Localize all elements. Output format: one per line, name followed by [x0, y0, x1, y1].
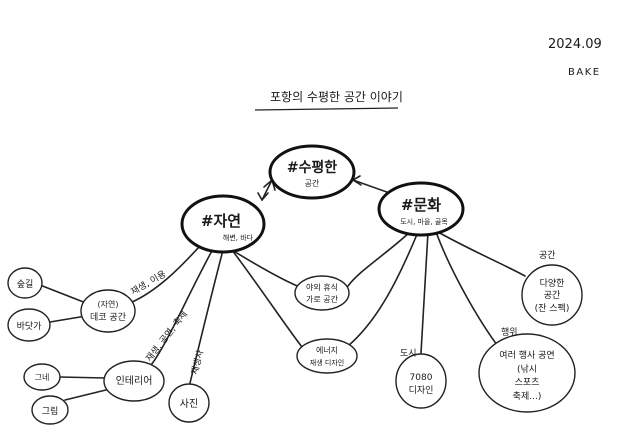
node-event-line4: 축제...)	[513, 391, 542, 402]
edge-label-e5: 공간	[539, 250, 556, 261]
node-decor: (자연) 데코 공간	[80, 289, 136, 333]
node-nature-left1-label: 숲길	[17, 279, 34, 290]
node-blank2: 그림	[31, 395, 69, 425]
node-energy: 에너지 재생 디자인	[296, 338, 358, 374]
node-nature-sub: 해변, 바다	[223, 233, 254, 242]
node-event-line3: 스포츠	[515, 377, 540, 388]
author-label: BAKE	[568, 67, 601, 78]
node-culture-sub: 도시, 마을, 골목	[400, 217, 448, 226]
node-interior-label: 인테리어	[116, 375, 153, 387]
node-space-line1: 다양한	[540, 278, 565, 289]
node-culture: #문화 도시, 마을, 골목	[377, 181, 465, 237]
node-event-line1: 여러 행사 공연	[499, 349, 554, 361]
node-indoor-line2: 가로 공간	[306, 294, 339, 304]
node-horizon-sub: 공간	[305, 178, 320, 188]
node-indoor: 야외 휴식 가로 공간	[294, 275, 350, 311]
node-scale-line1: 7080	[410, 373, 433, 383]
node-blank1: 그네	[23, 363, 61, 391]
node-decor-line1: (자연)	[98, 300, 119, 309]
node-horizon-title: #수평한	[287, 159, 337, 176]
node-blank1-label: 그네	[35, 373, 50, 382]
node-nature-left1: 숲길	[7, 267, 43, 299]
node-blank2-label: 그림	[42, 405, 59, 417]
title-underline	[254, 107, 399, 111]
node-event: 여러 행사 공연 (낚시 스포츠 축제...)	[478, 333, 576, 413]
node-space: 다양한 공간 (잔 스펙)	[521, 264, 583, 326]
node-nature-left2-label: 바닷가	[17, 321, 42, 332]
node-scale: 7080 디자인	[395, 353, 447, 409]
edge-label-e6: 행위	[501, 326, 518, 338]
node-scale-line2: 디자인	[409, 385, 434, 396]
node-culture-title: #문화	[401, 196, 441, 214]
edge-label-e3: 재생사	[189, 348, 206, 376]
node-space-line2: 공간	[544, 290, 561, 301]
node-indoor-line1: 야외 휴식	[306, 282, 338, 292]
node-nature: #자연 해변, 바다	[180, 194, 266, 254]
edge-label-e2: 재생, 공연, 축제	[144, 309, 190, 364]
connectors	[39, 175, 526, 401]
node-nature-title: #자연	[201, 212, 241, 230]
node-space-line3: (잔 스펙)	[535, 303, 570, 314]
page-title: 포항의 수평한 공간 이야기	[270, 90, 403, 104]
node-nature-left2: 바닷가	[7, 308, 51, 342]
node-event-line2: (낚시	[517, 364, 537, 375]
node-energy-line2: 재생 디자인	[310, 358, 344, 367]
node-decor-line2: 데코 공간	[90, 312, 126, 323]
date-label: 2024.09	[548, 37, 602, 52]
node-horizon: #수평한 공간	[268, 144, 356, 200]
edge-label-e4: 도시	[400, 348, 417, 359]
node-photo: 사진	[168, 383, 210, 423]
node-energy-line1: 에너지	[316, 345, 338, 355]
node-photo-label: 사진	[180, 398, 198, 410]
node-interior: 인테리어	[103, 360, 165, 402]
